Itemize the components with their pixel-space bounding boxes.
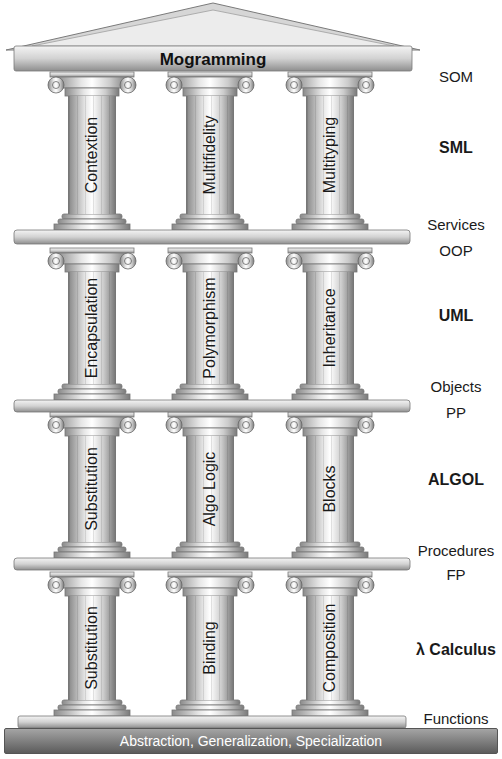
- column-label: Multifidelity: [201, 115, 219, 194]
- layer-label: Objects: [431, 378, 482, 395]
- column-capitals: [48, 72, 374, 596]
- column-label: Substitution: [83, 606, 101, 690]
- column-shaft: Multifidelity: [186, 96, 234, 214]
- layer-label: SOM: [439, 68, 473, 85]
- column-label: Inheritance: [321, 288, 339, 367]
- column-label: Composition: [321, 604, 339, 693]
- layer-label: FP: [446, 566, 465, 583]
- notation-label: UML: [439, 307, 474, 325]
- notation-label: SML: [439, 139, 473, 157]
- roof-pediment: Mogramming: [6, 0, 420, 72]
- notation-label: λ Calculus: [416, 641, 496, 659]
- column-bases: [54, 214, 368, 716]
- column-shaft: Multityping: [306, 96, 354, 214]
- foundation-band: Abstraction, Generalization, Specializat…: [4, 728, 498, 754]
- column-shaft: Composition: [306, 596, 354, 700]
- layer-label: OOP: [439, 242, 472, 259]
- foundation-label: Abstraction, Generalization, Specializat…: [120, 733, 382, 749]
- floor-slabs: [14, 230, 410, 728]
- entablature: [14, 46, 412, 71]
- column-shaft: Algo Logic: [186, 436, 234, 542]
- column-label: Blocks: [321, 465, 339, 512]
- column-label: Contextion: [83, 117, 101, 194]
- column-label: Polymorphism: [201, 277, 219, 378]
- pediment-tympanum: [32, 10, 394, 46]
- layer-label: Services: [427, 216, 485, 233]
- column-shaft: Substitution: [68, 436, 116, 542]
- column-label: Encapsulation: [83, 278, 101, 379]
- column-shaft: Blocks: [306, 436, 354, 542]
- column-label: Binding: [201, 621, 219, 674]
- column-label: Substitution: [83, 447, 101, 531]
- column-shaft: Substitution: [68, 596, 116, 700]
- notation-label: ALGOL: [428, 471, 484, 489]
- layer-label: PP: [446, 404, 466, 421]
- column-shaft: Encapsulation: [68, 272, 116, 384]
- column-shaft: Inheritance: [306, 272, 354, 384]
- pediment-triangle: [6, 3, 420, 50]
- roof-title: Mogramming: [160, 50, 267, 70]
- layer-label: Procedures: [418, 542, 495, 559]
- column-label: Multityping: [321, 117, 339, 193]
- column-label: Algo Logic: [201, 452, 219, 527]
- layer-label: Functions: [423, 710, 488, 727]
- column-shaft: Contextion: [68, 96, 116, 214]
- column-shaft: Binding: [186, 596, 234, 700]
- column-shaft: Polymorphism: [186, 272, 234, 384]
